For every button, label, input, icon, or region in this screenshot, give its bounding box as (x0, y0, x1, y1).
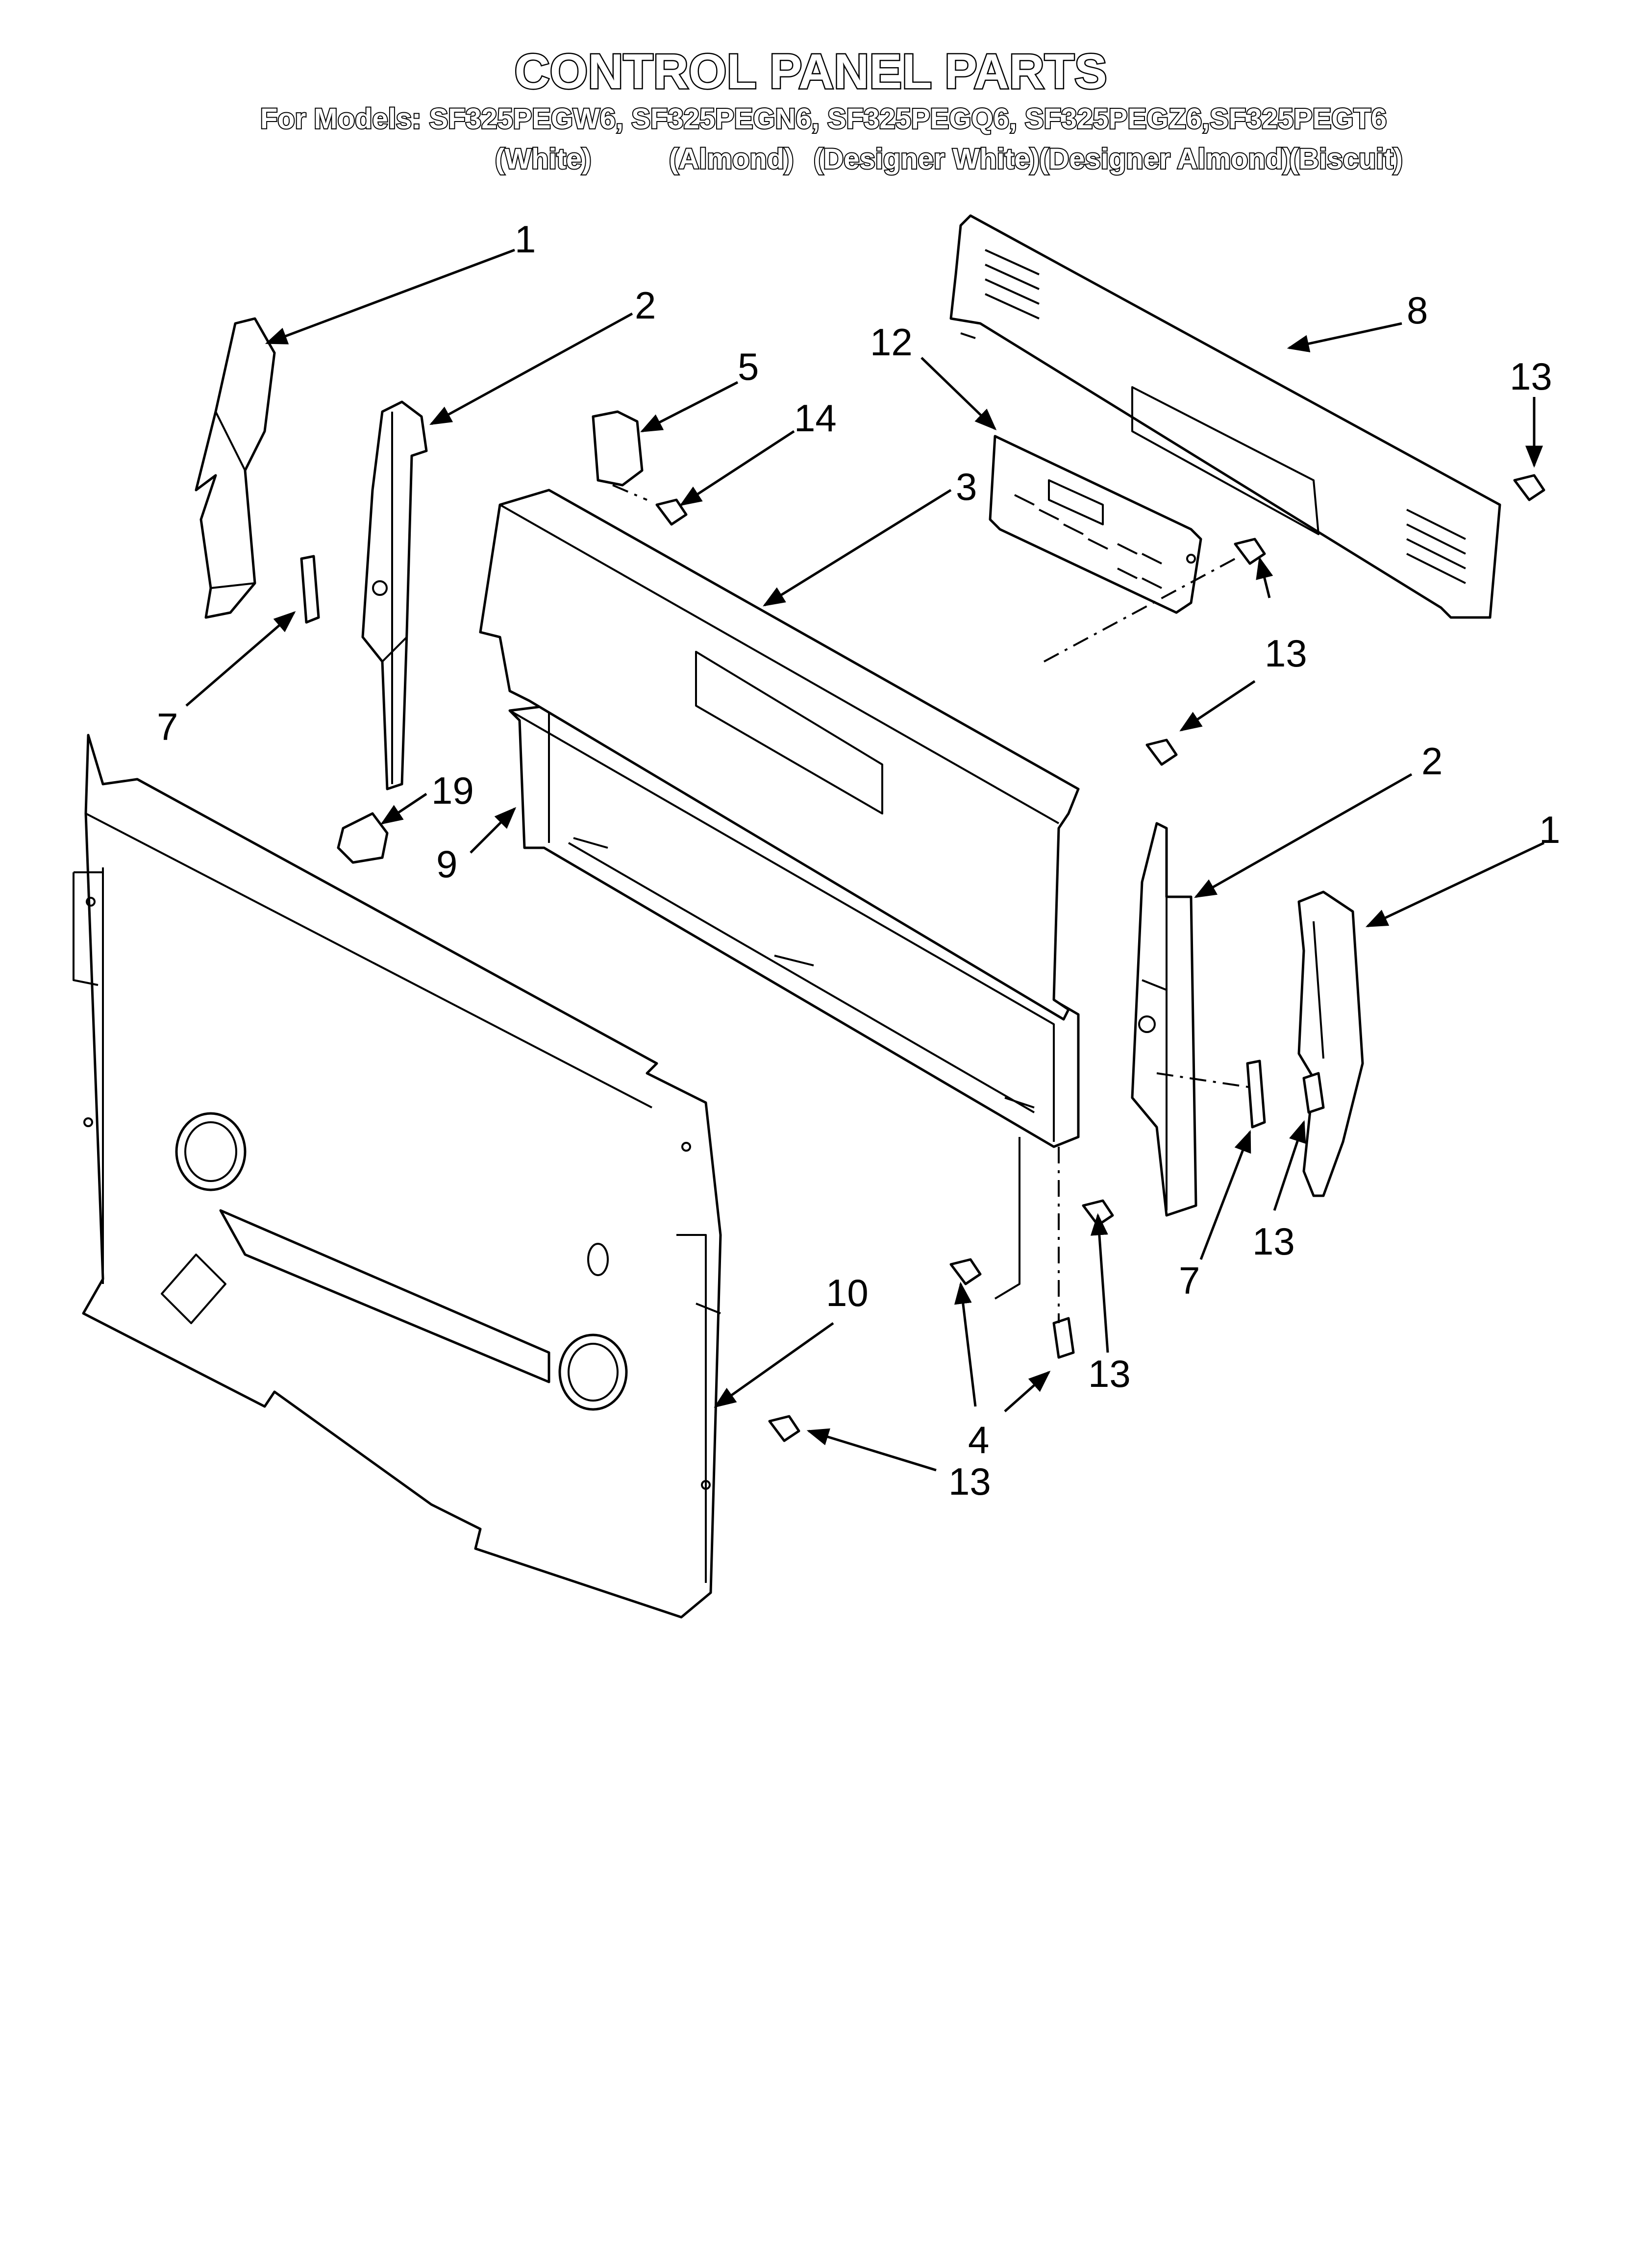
callout-19: 19 (431, 769, 474, 812)
part-control-board (989, 435, 1202, 614)
callout-13-top-right: 13 (1510, 355, 1552, 398)
page-title: CONTROL PANEL PARTS (514, 44, 1107, 99)
part-bracket-left (361, 400, 428, 790)
callout-7-left: 7 (157, 705, 178, 748)
color-designer-almond: (Designer Almond) (1039, 143, 1293, 175)
part-bracket-19 (337, 812, 389, 864)
callout-5: 5 (738, 345, 759, 388)
part-bracket-right (1131, 822, 1197, 1217)
color-designer-white: (Designer White) (814, 143, 1040, 175)
callout-3: 3 (956, 465, 977, 508)
part-rear-panel (73, 734, 722, 1619)
alignment-lines (612, 484, 1255, 1323)
color-biscuit: (Biscuit) (1289, 143, 1403, 175)
callout-13-panel: 13 (948, 1460, 991, 1503)
color-white: (White) (495, 143, 592, 175)
callout-10: 10 (826, 1271, 869, 1314)
callout-1-left: 1 (515, 218, 536, 261)
callout-13-right-cap: 13 (1252, 1220, 1295, 1263)
callout-9: 9 (436, 842, 457, 886)
part-end-cap-left (195, 317, 276, 619)
models-line: For Models: SF325PEGW6, SF325PEGN6, SF32… (260, 103, 1387, 135)
part-clip-7-right (1246, 1060, 1266, 1129)
callout-14: 14 (794, 396, 837, 440)
callout-8: 8 (1407, 289, 1428, 332)
callout-13-board: 13 (1265, 632, 1307, 675)
callout-2-left: 2 (635, 284, 656, 327)
callout-1-right: 1 (1539, 808, 1560, 851)
callout-7-right: 7 (1179, 1259, 1200, 1302)
callout-4: 4 (968, 1418, 989, 1461)
part-control-shroud (479, 489, 1080, 1021)
callout-13-bottom: 13 (1088, 1352, 1131, 1395)
leader-lines (185, 248, 1545, 1472)
part-end-cap-right (1297, 890, 1364, 1197)
callout-2-right: 2 (1421, 740, 1442, 783)
part-clip-7-left (300, 555, 320, 624)
color-almond: (Almond) (669, 143, 794, 175)
part-switch-5 (592, 410, 644, 487)
callout-12: 12 (870, 320, 913, 364)
part-backguard (949, 214, 1501, 619)
